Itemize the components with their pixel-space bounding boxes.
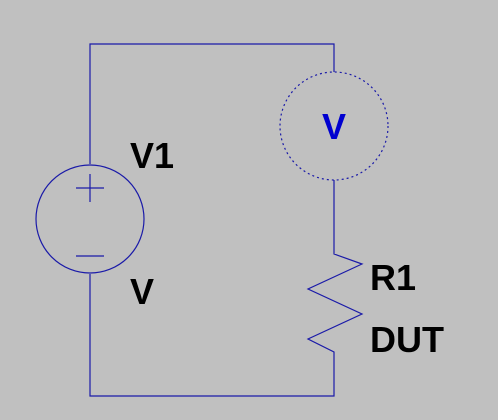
resistor-zigzag[interactable]: [306, 248, 364, 356]
wire-left-top[interactable]: [89, 43, 335, 164]
resistor-name-label: R1: [370, 257, 416, 298]
resistor[interactable]: [306, 248, 364, 356]
voltage-source[interactable]: [35, 164, 145, 274]
voltage-source-circle[interactable]: [35, 164, 145, 274]
wire-bottom[interactable]: [89, 274, 335, 397]
source-value-label: V: [130, 271, 154, 312]
voltmeter[interactable]: V: [279, 71, 389, 181]
wires: [89, 43, 335, 397]
voltmeter-label: V: [322, 106, 346, 147]
voltmeter-circle[interactable]: [279, 71, 389, 181]
resistor-value-label: DUT: [370, 319, 444, 360]
source-name-label: V1: [130, 135, 174, 176]
